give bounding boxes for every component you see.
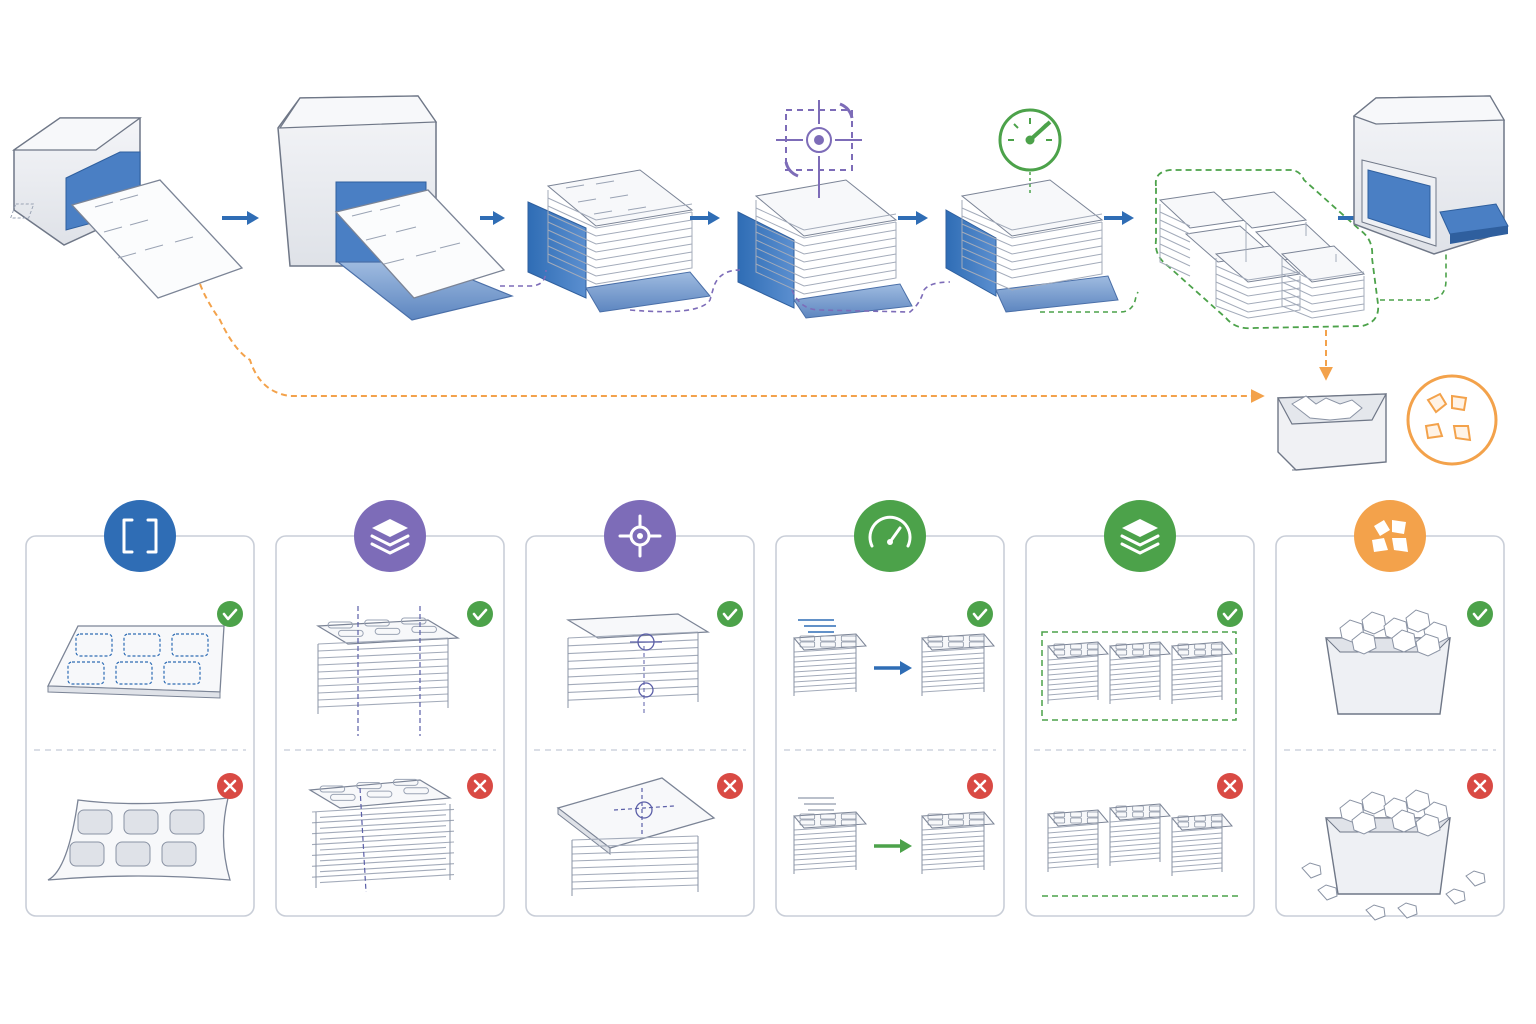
check-panel-speed <box>775 500 1005 917</box>
quality-checks <box>25 500 1505 921</box>
stack-with-gauge <box>945 108 1119 313</box>
gauge-icon <box>854 500 926 572</box>
output-machine <box>1352 95 1509 255</box>
stack-on-blue-tray <box>527 169 711 313</box>
pipeline <box>9 95 1509 471</box>
check-panel-stacking <box>275 500 505 917</box>
check-panel-grouping <box>1025 500 1255 917</box>
grouped-stacks <box>1154 169 1380 330</box>
good-example-aligned-stack <box>566 613 710 716</box>
good-example-flat-sheet <box>46 625 225 699</box>
flow-arrow-head <box>916 211 928 225</box>
scrap-icon <box>1406 374 1498 466</box>
check-panel-waste <box>1275 500 1505 921</box>
good-example-straight-stack <box>316 606 460 736</box>
bad-example-fast-transfer <box>792 797 996 874</box>
bad-example-misaligned-stack <box>556 777 716 896</box>
feeder-machine <box>9 117 244 299</box>
bad-example-spilled-waste <box>1301 789 1486 921</box>
flow-arrow-head <box>493 211 505 225</box>
check-icon <box>717 601 743 627</box>
stack-with-crosshair <box>737 100 913 319</box>
check-panel-sheet <box>25 500 255 917</box>
scrap-icon <box>1354 500 1426 572</box>
flow-arrow-head <box>1122 211 1134 225</box>
check-icon <box>1467 601 1493 627</box>
check-icon <box>467 601 493 627</box>
flow-arrow-head <box>708 211 720 225</box>
check-panel-registration <box>525 500 755 917</box>
check-icon <box>1217 601 1243 627</box>
good-example-even-groups <box>1041 631 1237 721</box>
bad-example-uneven-groups <box>1042 803 1238 897</box>
gauge-icon <box>998 108 1062 196</box>
waste-bin <box>1277 393 1388 471</box>
good-example-smooth-transfer <box>792 619 996 696</box>
bad-example-messy-stack <box>308 778 455 893</box>
bad-example-warped-sheet <box>47 797 231 881</box>
reject-path <box>199 283 1265 403</box>
check-icon <box>967 601 993 627</box>
flow-arrow-head <box>247 211 259 225</box>
die-cut-machine <box>277 95 514 321</box>
frame-icon <box>104 500 176 572</box>
crosshair-icon <box>776 100 862 198</box>
check-icon <box>217 601 243 627</box>
good-example-contained-waste <box>1324 609 1452 715</box>
